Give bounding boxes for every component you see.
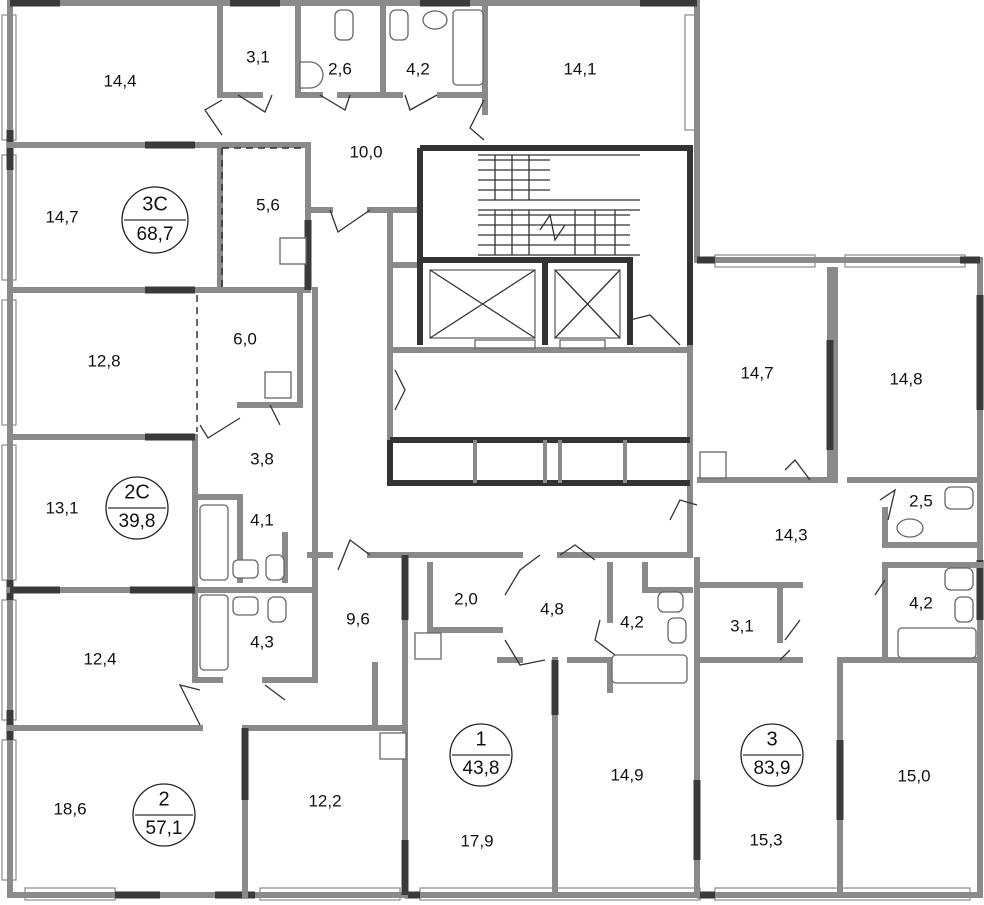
room-area: 14,8: [889, 369, 922, 388]
room-area: 14,4: [103, 71, 136, 90]
room-area: 4,2: [406, 59, 430, 78]
svg-text:3: 3: [766, 728, 777, 750]
room-area: 14,7: [740, 363, 773, 382]
room-area: 14,9: [610, 765, 643, 784]
room-area: 5,6: [256, 195, 280, 214]
room-labels: 14,4 3,1 2,6 4,2 14,1 10,0 14,7 5,6 12,8…: [45, 47, 932, 850]
svg-text:68,7: 68,7: [137, 224, 174, 245]
apartment-badge: 3С 68,7: [121, 186, 189, 254]
svg-text:43,8: 43,8: [463, 758, 500, 779]
room-area: 17,9: [460, 831, 493, 850]
room-area: 4,8: [540, 599, 564, 618]
sanitary-fixtures: [199, 9, 977, 760]
room-area: 13,1: [45, 498, 78, 517]
room-area: 2,5: [909, 491, 933, 510]
room-area: 9,6: [346, 609, 370, 628]
interior-walls: [7, 0, 984, 898]
room-area: 15,0: [897, 766, 930, 785]
room-area: 4,2: [620, 612, 644, 631]
room-area: 4,3: [250, 632, 274, 651]
svg-text:57,1: 57,1: [146, 818, 183, 839]
room-area: 14,1: [563, 59, 596, 78]
room-area: 12,2: [308, 791, 341, 810]
room-area: 4,2: [909, 593, 933, 612]
apartment-badge: 3 83,9: [740, 723, 804, 787]
svg-text:2: 2: [158, 788, 169, 810]
room-area: 6,0: [233, 329, 257, 348]
doors: [178, 94, 897, 726]
svg-text:39,8: 39,8: [119, 511, 156, 532]
room-area: 2,6: [328, 59, 352, 78]
apartment-badge: 1 43,8: [449, 723, 513, 787]
room-area: 2,0: [454, 589, 478, 608]
room-area: 3,1: [246, 47, 270, 66]
apartment-badge: 2 57,1: [132, 783, 196, 847]
room-area: 10,0: [349, 142, 382, 161]
room-area: 14,3: [774, 525, 807, 544]
svg-text:2С: 2С: [124, 481, 150, 503]
svg-text:1: 1: [475, 728, 486, 750]
room-area: 18,6: [53, 799, 86, 818]
room-area: 15,3: [749, 830, 782, 849]
room-area: 4,1: [250, 510, 274, 529]
room-area: 12,8: [87, 351, 120, 370]
apartment-badge: 2С 39,8: [105, 476, 169, 540]
room-area: 12,4: [83, 649, 116, 668]
room-area: 14,7: [45, 207, 78, 226]
dashed-partition: [196, 147, 305, 432]
svg-text:83,9: 83,9: [754, 758, 791, 779]
stair-lift-core: [387, 145, 693, 486]
room-area: 3,8: [250, 449, 274, 468]
svg-text:3С: 3С: [142, 193, 168, 215]
room-area: 3,1: [730, 616, 754, 635]
